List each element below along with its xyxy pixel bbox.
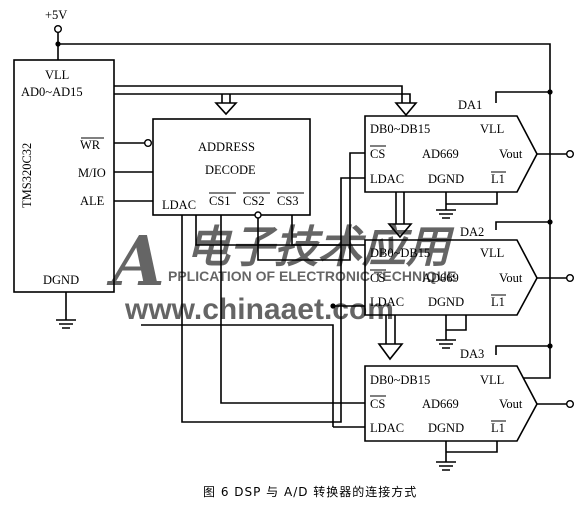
figure-caption: 图 6 DSP 与 A/D 转换器的连接方式 [203, 484, 417, 499]
watermark-logo-letter: A [106, 222, 165, 302]
power-terminal [54, 25, 63, 34]
da3-ldac-pin: LDAC [370, 421, 404, 435]
address-decoder: ADDRESS DECODE LDAC CS1 CS2 CS3 [152, 118, 311, 219]
converter-da2: DA2 DB0~DB15 VLL CS AD669 Vout LDAC DGND… [364, 225, 575, 349]
da1-vout-pin: Vout [499, 147, 523, 161]
da2-vll-pin: VLL [480, 246, 504, 260]
da3-dgnd-pin: DGND [428, 421, 464, 435]
da1-l1-pin: L1 [491, 172, 505, 186]
control-wiring [56, 138, 365, 428]
da1-output-terminal [566, 149, 575, 158]
da2-dgnd-pin: DGND [428, 295, 464, 309]
watermark-script: 电子技术应用 [186, 222, 455, 273]
dsp-ale-pin: ALE [80, 194, 105, 208]
da3-bus-pin: DB0~DB15 [370, 373, 430, 387]
watermark-subtitle: PPLICATION OF ELECTRONIC TECHNIQUE [168, 268, 456, 284]
da2-cs-pin: CS [370, 271, 385, 285]
da1-bus-pin: DB0~DB15 [370, 122, 430, 136]
da2-bus-pin: DB0~DB15 [370, 246, 430, 260]
dsp-dgnd-pin: DGND [43, 273, 79, 287]
da3-vll-pin: VLL [480, 373, 504, 387]
address-bus [114, 85, 418, 361]
da3-cs-pin: CS [370, 397, 385, 411]
da1-cs-pin: CS [370, 147, 385, 161]
power-rail: +5V [45, 8, 553, 379]
da3-label: DA3 [460, 347, 484, 361]
da2-label: DA2 [460, 225, 484, 239]
da2-vout-pin: Vout [499, 271, 523, 285]
dsp-chip-name: TMS320C32 [20, 143, 34, 208]
watermark-url: www.chinaaet.com [124, 293, 394, 326]
dsp-mio-pin: M/IO [78, 166, 106, 180]
da1-vll-pin: VLL [480, 122, 504, 136]
dsp-wr-pin: WR [80, 138, 101, 152]
converter-da1: DA1 DB0~DB15 VLL CS AD669 Vout LDAC DGND… [364, 98, 575, 219]
decoder-title-line1: ADDRESS [198, 140, 255, 154]
da1-part-number: AD669 [422, 147, 459, 161]
da3-l1-pin: L1 [491, 421, 505, 435]
da2-output-terminal [566, 274, 575, 283]
da1-dgnd-pin: DGND [428, 172, 464, 186]
watermark: A 电子技术应用 PPLICATION OF ELECTRONIC TECHNI… [106, 222, 456, 326]
da2-ldac-pin: LDAC [370, 295, 404, 309]
da2-l1-pin: L1 [491, 295, 505, 309]
converter-da3: DA3 DB0~DB15 VLL CS AD669 Vout LDAC DGND… [364, 347, 575, 471]
da1-ldac-pin: LDAC [370, 172, 404, 186]
decoder-cs1-pin: CS1 [209, 194, 231, 208]
power-label: +5V [45, 8, 67, 22]
decoder-cs3-pin: CS3 [277, 194, 299, 208]
decoder-cs2-pin: CS2 [243, 194, 265, 208]
decoder-title-line2: DECODE [205, 163, 256, 177]
da3-vout-pin: Vout [499, 397, 523, 411]
decoder-ldac-pin: LDAC [162, 198, 196, 212]
da1-label: DA1 [458, 98, 482, 112]
dsp-block: VLL AD0~AD15 WR M/IO ALE DGND TMS320C32 [13, 59, 115, 293]
da3-output-terminal [566, 400, 575, 409]
dsp-vll-pin: VLL [45, 68, 69, 82]
dsp-address-bus-pin: AD0~AD15 [21, 85, 83, 99]
da2-part-number: AD669 [422, 271, 459, 285]
da3-part-number: AD669 [422, 397, 459, 411]
